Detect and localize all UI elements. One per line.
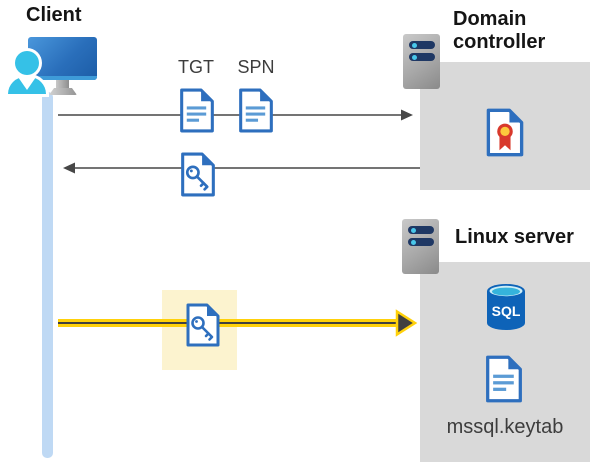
keytab-key-document-icon [186, 303, 220, 347]
arrow-client-to-dc [58, 109, 413, 121]
client-lifeline-bar [42, 92, 53, 458]
tgt-label: TGT [178, 57, 214, 77]
server-drive-bay [408, 238, 434, 246]
client-person-collar [18, 77, 36, 90]
client-label: Client [26, 4, 82, 26]
client-person-head-icon [15, 51, 39, 75]
keytab-filename-label: mssql.keytab [446, 416, 564, 438]
linux-server-icon [402, 219, 439, 274]
tgt-document-icon [180, 88, 214, 133]
linux-server-label: Linux server [455, 226, 574, 248]
domain-controller-label: Domain controller [453, 8, 545, 54]
arrow-dc-to-client [63, 162, 420, 174]
sql-database-icon: SQL [487, 284, 525, 330]
server-led-icon [412, 43, 417, 48]
domain-controller-label-line1: Domain [453, 8, 527, 30]
server-drive-bay [409, 41, 435, 49]
server-led-icon [412, 55, 417, 60]
keytab-file-document-icon [486, 355, 522, 403]
sql-label: SQL [492, 303, 521, 319]
client-monitor-edge [28, 76, 97, 80]
domain-controller-label-line2: controller [453, 31, 546, 53]
client-monitor-stand [56, 80, 69, 89]
arrow-client-to-linux [58, 309, 418, 337]
spn-label: SPN [237, 57, 275, 77]
server-drive-bay [409, 53, 435, 61]
server-drive-bay [408, 226, 434, 234]
server-led-icon [411, 240, 416, 245]
key-document-icon [181, 152, 215, 197]
client-monitor-base [49, 88, 77, 95]
domain-controller-server-icon [403, 34, 440, 89]
spn-document-icon [239, 88, 273, 133]
certificate-document-icon [486, 108, 524, 157]
client-person-body-icon [8, 77, 46, 94]
client-monitor-icon [28, 37, 97, 80]
server-led-icon [411, 228, 416, 233]
